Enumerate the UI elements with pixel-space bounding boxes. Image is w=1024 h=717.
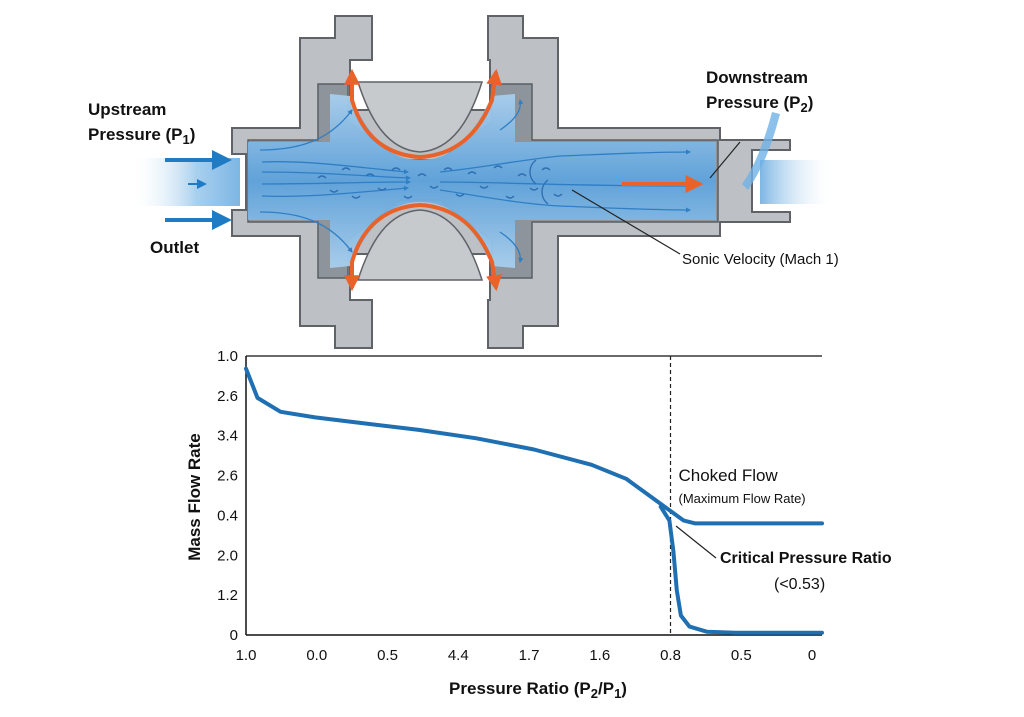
- critical-ratio-title: Critical Pressure Ratio: [720, 550, 892, 567]
- y-tick-label: 2.6: [217, 468, 238, 485]
- turbulence: [317, 159, 563, 205]
- throat-lower-wall: [356, 209, 484, 281]
- series-lines: [244, 366, 824, 635]
- inlet-pipe: [130, 158, 240, 206]
- sonic-label: Sonic Velocity (Mach 1): [682, 251, 839, 268]
- x-tick-label: 1.0: [236, 647, 257, 664]
- outlet-pipe: [760, 160, 835, 204]
- choked-flow-subtitle: (Maximum Flow Rate): [679, 491, 806, 506]
- y-tick-labels: 1.0 2.6 3.4 2.6 0.4 2.0 1.2 0: [217, 348, 238, 644]
- flow-arrows: [165, 150, 232, 230]
- x-tick-label: 0.5: [377, 647, 398, 664]
- x-tick-label: 1.6: [589, 647, 610, 664]
- x-tick-label: 4.4: [448, 647, 469, 664]
- upstream-label-line1: Upstream: [88, 100, 166, 119]
- y-tick-label: 0: [230, 627, 238, 644]
- y-axis-title: Mass Flow Rate: [185, 433, 204, 561]
- throat-upper-wall: [356, 81, 484, 153]
- critical-ratio-value: (<0.53): [774, 576, 825, 593]
- downstream-label-line1: Downstream: [706, 68, 808, 87]
- x-tick-label: 0.5: [731, 647, 752, 664]
- series-line-2: [658, 504, 824, 635]
- series-line-1: [244, 366, 824, 526]
- y-tick-label: 1.0: [217, 348, 238, 365]
- x-tick-labels: 1.0 0.0 0.5 4.4 1.7 1.6 0.8 0.5 0: [236, 647, 817, 664]
- outlet-label: Outlet: [150, 238, 199, 257]
- critical-leader: [675, 525, 717, 559]
- downstream-label-line2: Pressure (P2): [706, 93, 813, 115]
- x-axis-title: Pressure Ratio (P2/P1): [449, 679, 627, 701]
- flow-region: [248, 94, 716, 268]
- sonic-leader: [571, 189, 681, 255]
- nozzle-diagram: Upstream Pressure (P1) Outlet Downstream…: [88, 15, 839, 349]
- upstream-label-line2: Pressure (P1): [88, 125, 195, 147]
- x-tick-label: 1.7: [519, 647, 540, 664]
- y-tick-label: 0.4: [217, 507, 238, 524]
- choked-flow-title: Choked Flow: [679, 466, 779, 485]
- streamlines: [259, 98, 692, 264]
- boundary-flow-lines: [344, 68, 503, 292]
- x-tick-label: 0: [808, 647, 816, 664]
- downstream-jet: [742, 112, 780, 190]
- y-tick-label: 2.0: [217, 547, 238, 564]
- x-tick-label: 0.8: [660, 647, 681, 664]
- y-tick-label: 3.4: [217, 428, 238, 445]
- y-tick-label: 1.2: [217, 587, 238, 604]
- y-tick-label: 2.6: [217, 388, 238, 405]
- x-tick-label: 0.0: [306, 647, 327, 664]
- downstream-leader: [709, 141, 741, 179]
